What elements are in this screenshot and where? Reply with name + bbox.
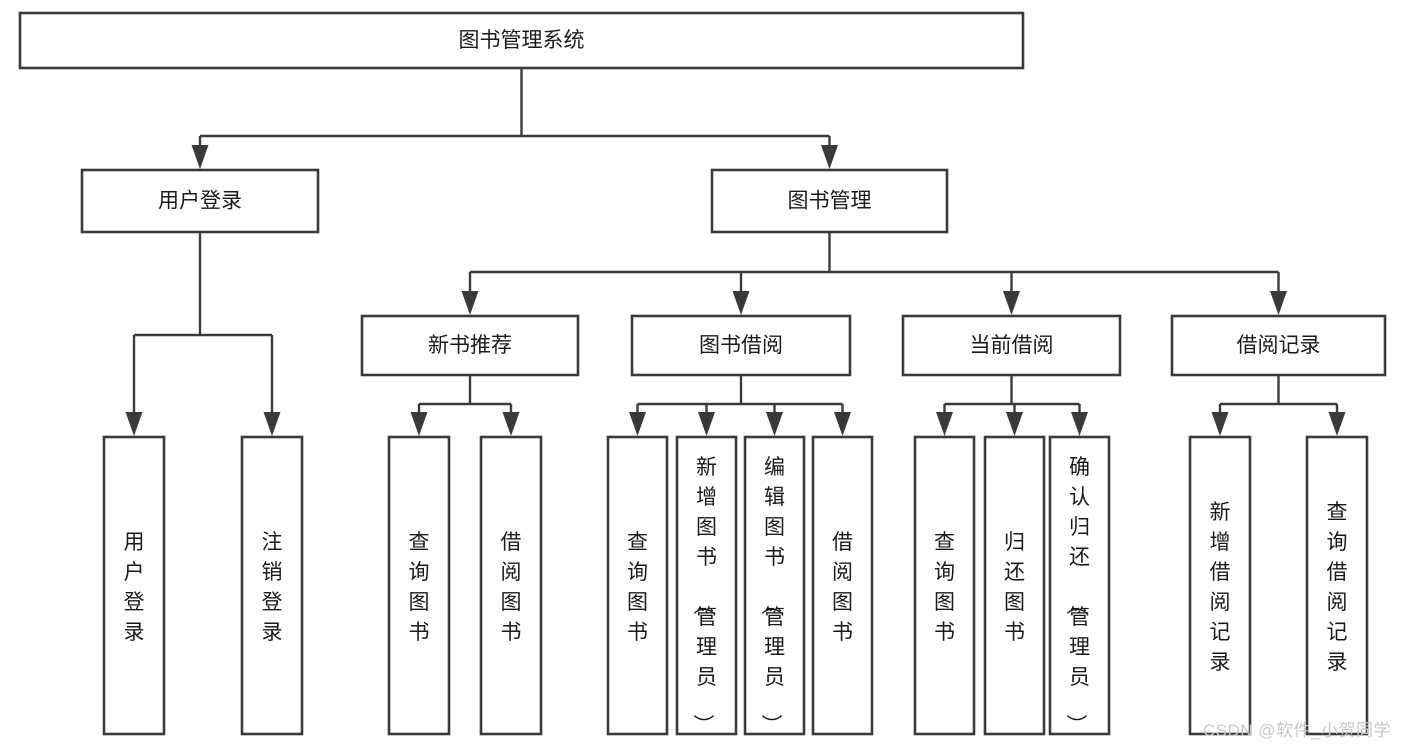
node-box	[360, 314, 580, 377]
node-borrow-record[interactable]: 借阅记录	[1170, 314, 1387, 377]
node-leaf-edit-book[interactable]: 编辑图书（管理员）	[743, 435, 806, 736]
node-box	[675, 435, 738, 736]
node-user-login[interactable]: 用户登录	[80, 168, 320, 234]
node-box	[1170, 314, 1387, 377]
node-box	[80, 168, 320, 234]
node-label: 用户登录	[124, 531, 145, 644]
node-box	[387, 435, 451, 736]
node-label: 查询借阅记录	[1327, 501, 1348, 674]
watermark-label: CSDN @软件_小贺同学	[1202, 721, 1391, 740]
node-leaf-query-book-recommend[interactable]: 查询图书	[387, 435, 451, 736]
node-leaf-borrow-book-recommend[interactable]: 借阅图书	[479, 435, 543, 736]
node-label: 用户登录	[158, 190, 242, 213]
node-box	[18, 11, 1025, 70]
node-leaf-user-logout[interactable]: 注销登录	[240, 435, 304, 736]
node-label: 确认归还（管理员）	[1064, 456, 1090, 735]
node-box	[240, 435, 304, 736]
node-leaf-user-login[interactable]: 用户登录	[102, 435, 166, 736]
node-leaf-add-book[interactable]: 新增图书（管理员）	[675, 435, 738, 736]
connector-group-borrow-record	[1211, 375, 1346, 436]
connector-group-user-login	[125, 232, 281, 436]
node-label: 图书管理	[788, 190, 872, 213]
connector-group-book-manage	[461, 232, 1287, 315]
node-leaf-borrow-book[interactable]: 借阅图书	[811, 435, 874, 736]
node-box	[901, 314, 1122, 377]
node-label: 查询图书	[934, 531, 955, 644]
connector-group-book-borrow	[629, 375, 851, 436]
node-label: 查询图书	[627, 531, 648, 644]
node-layer: 图书管理系统用户登录图书管理新书推荐图书借阅当前借阅借阅记录用户登录注销登录查询…	[18, 11, 1387, 736]
node-label: 归还图书	[1004, 531, 1025, 644]
node-current-borrow[interactable]: 当前借阅	[901, 314, 1122, 377]
node-label: 图书借阅	[699, 334, 783, 357]
connector-group-new-book-recommend	[410, 375, 520, 436]
node-leaf-return-book[interactable]: 归还图书	[983, 435, 1046, 736]
node-label: 图书管理系统	[459, 29, 585, 52]
connector-group-root	[191, 68, 838, 169]
node-leaf-query-book-current[interactable]: 查询图书	[913, 435, 976, 736]
node-box	[1048, 435, 1111, 736]
node-label: 借阅图书	[501, 531, 522, 644]
connector-layer	[125, 68, 1346, 436]
node-label: 借阅图书	[832, 531, 853, 644]
node-label: 查询图书	[409, 531, 430, 644]
node-label: 注销登录	[262, 531, 283, 644]
node-box	[913, 435, 976, 736]
node-box	[743, 435, 806, 736]
node-root[interactable]: 图书管理系统	[18, 11, 1025, 70]
node-leaf-add-borrow-record[interactable]: 新增借阅记录	[1188, 435, 1252, 736]
node-label: 当前借阅	[970, 334, 1054, 357]
node-label: 新书推荐	[428, 334, 512, 357]
node-box	[606, 435, 669, 736]
node-leaf-query-borrow-record[interactable]: 查询借阅记录	[1305, 435, 1369, 736]
node-new-book-recommend[interactable]: 新书推荐	[360, 314, 580, 377]
node-box	[479, 435, 543, 736]
node-box	[811, 435, 874, 736]
node-box	[1305, 435, 1369, 736]
node-leaf-query-book-borrow[interactable]: 查询图书	[606, 435, 669, 736]
node-book-borrow[interactable]: 图书借阅	[630, 314, 852, 377]
connector-group-current-borrow	[936, 375, 1088, 436]
node-leaf-confirm-return[interactable]: 确认归还（管理员）	[1048, 435, 1111, 736]
node-label: 借阅记录	[1237, 334, 1321, 357]
node-label: 新增借阅记录	[1210, 501, 1231, 674]
node-box	[102, 435, 166, 736]
node-book-manage[interactable]: 图书管理	[710, 168, 949, 234]
node-box	[983, 435, 1046, 736]
node-label: 新增图书（管理员）	[691, 456, 717, 735]
node-box	[1188, 435, 1252, 736]
node-box	[630, 314, 852, 377]
node-box	[710, 168, 949, 234]
node-label: 编辑图书（管理员）	[759, 456, 785, 735]
